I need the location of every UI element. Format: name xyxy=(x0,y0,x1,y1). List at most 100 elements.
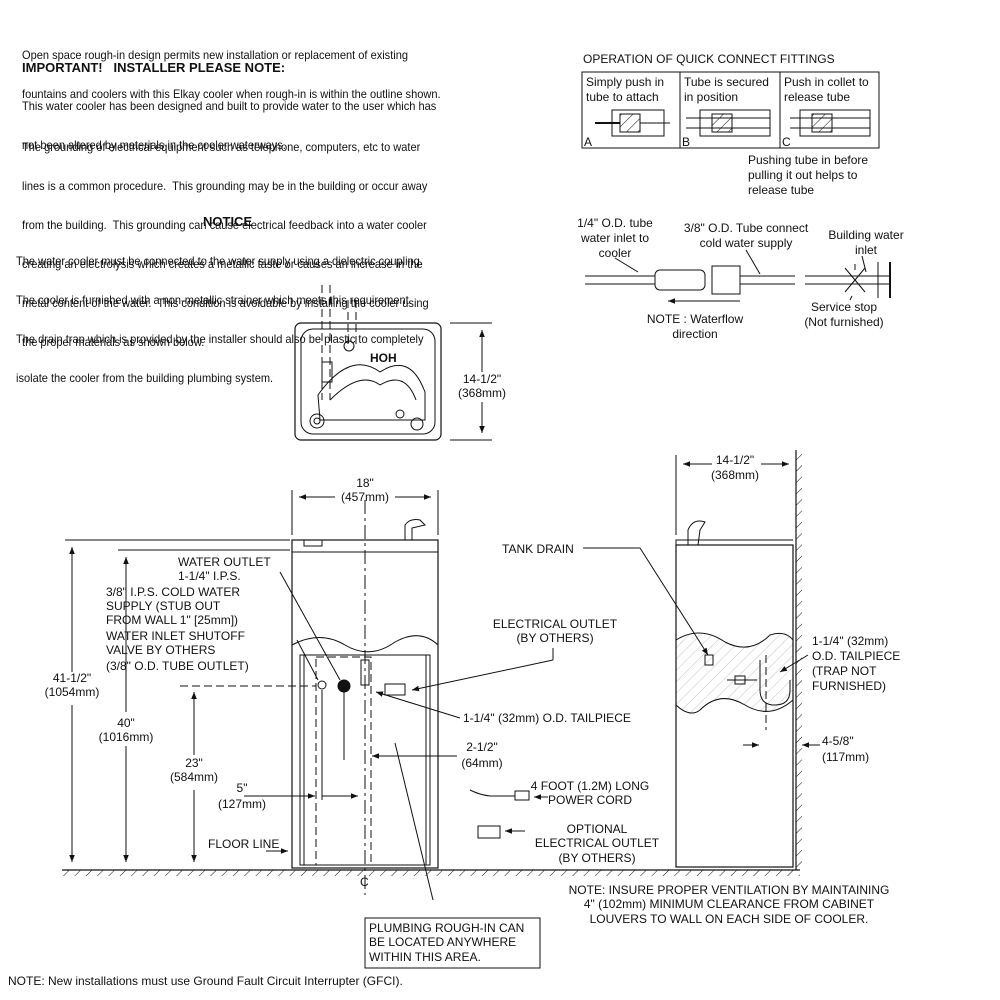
front-view-labels: 18" (457mm) 41-1/2" (1054mm) 40" (1016mm… xyxy=(45,476,660,964)
svg-text:3/8" O.D. Tube connect: 3/8" O.D. Tube connect xyxy=(684,221,809,235)
paragraph-line: This water cooler has been designed and … xyxy=(22,99,437,113)
rough-in-label: WITHIN THIS AREA. xyxy=(369,950,481,964)
supply-label: 3/8" I.P.S. COLD WATER xyxy=(106,585,240,599)
paragraph-line: from the building. This grounding can ca… xyxy=(22,218,427,232)
svg-text:C: C xyxy=(782,135,791,149)
supply-label: WATER INLET SHUTOFF xyxy=(106,629,245,643)
quick-connect-title: OPERATION OF QUICK CONNECT FITTINGS xyxy=(583,52,835,66)
intro-line: fountains and coolers with this Elkay co… xyxy=(22,87,441,101)
top-view-dim: (368mm) xyxy=(458,386,506,400)
quick-connect-note: pulling it out helps to xyxy=(748,168,858,182)
svg-text:B: B xyxy=(682,135,690,149)
offset-dim: (64mm) xyxy=(461,756,502,770)
paragraph-line: creating an electrolysis which creates a… xyxy=(22,257,423,271)
height-dim: (1016mm) xyxy=(99,730,154,744)
svg-text:cold water supply: cold water supply xyxy=(700,236,793,250)
optional-outlet-label: (BY OTHERS) xyxy=(558,851,635,865)
height-dim: (1054mm) xyxy=(45,685,100,699)
side-tailpiece-label: 1-1/4" (32mm) xyxy=(812,634,888,648)
quick-connect-note: release tube xyxy=(748,183,814,197)
svg-text:inlet: inlet xyxy=(855,243,878,257)
notice-heading: NOTICE xyxy=(203,214,253,229)
depth-dim: 14-1/2" xyxy=(716,453,754,467)
supply-label: (3/8" O.D. TUBE OUTLET) xyxy=(106,659,249,673)
offset-dim: 2-1/2" xyxy=(466,740,498,754)
electrical-label: ELECTRICAL OUTLET xyxy=(493,617,618,631)
svg-text:in position: in position xyxy=(684,90,738,104)
paragraph-line: not been altered by materials in the coo… xyxy=(22,138,286,152)
fitting-icon xyxy=(686,109,771,137)
brand-badge: HOH xyxy=(370,351,397,365)
fitting-icon xyxy=(790,109,871,137)
top-view-dim: 14-1/2" xyxy=(463,372,501,386)
ventilation-note: LOUVERS TO WALL ON EACH SIDE OF COOLER. xyxy=(590,912,869,926)
ventilation-note: NOTE: INSURE PROPER VENTILATION BY MAINT… xyxy=(569,883,890,897)
svg-text:(Not furnished): (Not furnished) xyxy=(804,315,883,329)
gfci-note: NOTE: New installations must use Ground … xyxy=(8,974,403,988)
quick-connect-step-b: Tube is secured in position B xyxy=(682,75,771,149)
supply-label: FROM WALL 1" [25mm]) xyxy=(106,613,238,627)
intro-text: Open space rough-in design permits new i… xyxy=(22,23,441,114)
intro-line: Open space rough-in design permits new i… xyxy=(22,48,408,62)
quick-connect-step-c: Push in collet to release tube C xyxy=(782,75,871,149)
width-dim: 18" xyxy=(356,476,374,490)
important-heading: IMPORTANT! INSTALLER PLEASE NOTE: xyxy=(22,60,286,75)
top-view xyxy=(294,285,492,441)
depth-dim: (368mm) xyxy=(711,468,759,482)
paragraph-line: The grounding of electrical equipment su… xyxy=(22,140,421,154)
svg-text:1/4" O.D. tube: 1/4" O.D. tube xyxy=(577,216,653,230)
quick-connect-step-a: Simply push in tube to attach A xyxy=(584,75,670,149)
offset-dim: 5" xyxy=(237,781,248,795)
rough-in-label: BE LOCATED ANYWHERE xyxy=(369,935,516,949)
power-cord-label: 4 FOOT (1.2M) LONG xyxy=(531,779,649,793)
side-tailpiece-label: (TRAP NOT xyxy=(812,664,877,678)
height-dim: 40" xyxy=(117,716,135,730)
height-dim: 41-1/2" xyxy=(53,671,91,685)
svg-text:Tube is secured: Tube is secured xyxy=(684,75,769,89)
water-outlet-label: 1-1/4" I.P.S. xyxy=(178,569,241,583)
notice-text: The water cooler must be connected to th… xyxy=(16,229,423,398)
water-line-pipe xyxy=(585,249,891,304)
water-line-labels: 1/4" O.D. tube water inlet to cooler 3/8… xyxy=(577,216,904,341)
svg-text:Push in collet to: Push in collet to xyxy=(784,75,869,89)
side-view xyxy=(583,450,820,870)
notice-line: The drain trap which is provided by the … xyxy=(16,332,424,346)
rough-in-label: PLUMBING ROUGH-IN CAN xyxy=(369,921,524,935)
offset-dim: (127mm) xyxy=(218,797,266,811)
important-paragraph-2: The grounding of electrical equipment su… xyxy=(22,115,429,362)
side-tailpiece-label: O.D. TAILPIECE xyxy=(812,649,900,663)
side-view-labels: 14-1/2" (368mm) TANK DRAIN 1-1/4" (32mm)… xyxy=(502,453,900,764)
svg-text:Simply push in: Simply push in xyxy=(586,75,664,89)
height-dim: (584mm) xyxy=(170,770,218,784)
side-tailpiece-label: FURNISHED) xyxy=(812,679,886,693)
quick-connect-note: Pushing tube in before xyxy=(748,153,868,167)
supply-label: SUPPLY (STUB OUT xyxy=(106,599,221,613)
optional-outlet-label: OPTIONAL xyxy=(567,822,628,836)
paragraph-line: lines is a common procedure. This ground… xyxy=(22,179,428,193)
power-cord-label: POWER CORD xyxy=(548,793,632,807)
floor-line-label: FLOOR LINE xyxy=(208,837,279,851)
svg-text:water inlet to: water inlet to xyxy=(580,231,649,245)
paragraph-line: metal content of the water. This conditi… xyxy=(22,296,429,310)
electrical-label: (BY OTHERS) xyxy=(516,631,593,645)
wall-dim: 4-5/8" xyxy=(822,734,854,748)
svg-text:Service stop: Service stop xyxy=(811,300,877,314)
svg-text:A: A xyxy=(584,135,592,149)
paragraph-line: the proper materials as shown below. xyxy=(22,335,205,349)
wall-dim: (117mm) xyxy=(822,750,869,764)
svg-text:cooler: cooler xyxy=(599,246,632,260)
svg-text:release tube: release tube xyxy=(784,90,850,104)
svg-text:NOTE : Waterflow: NOTE : Waterflow xyxy=(647,312,744,326)
quick-connect-table xyxy=(581,71,880,149)
important-paragraph-1: This water cooler has been designed and … xyxy=(22,74,436,165)
notice-line: The cooler is furnished with a non-metal… xyxy=(16,293,412,307)
supply-label: VALVE BY OTHERS xyxy=(106,643,215,657)
front-view xyxy=(62,490,800,969)
notice-line: isolate the cooler from the building plu… xyxy=(16,371,274,385)
height-dim: 23" xyxy=(185,756,203,770)
svg-text:Building water: Building water xyxy=(828,228,903,242)
centerline-label: C xyxy=(360,875,369,889)
svg-text:direction: direction xyxy=(672,327,717,341)
width-dim: (457mm) xyxy=(341,490,389,504)
